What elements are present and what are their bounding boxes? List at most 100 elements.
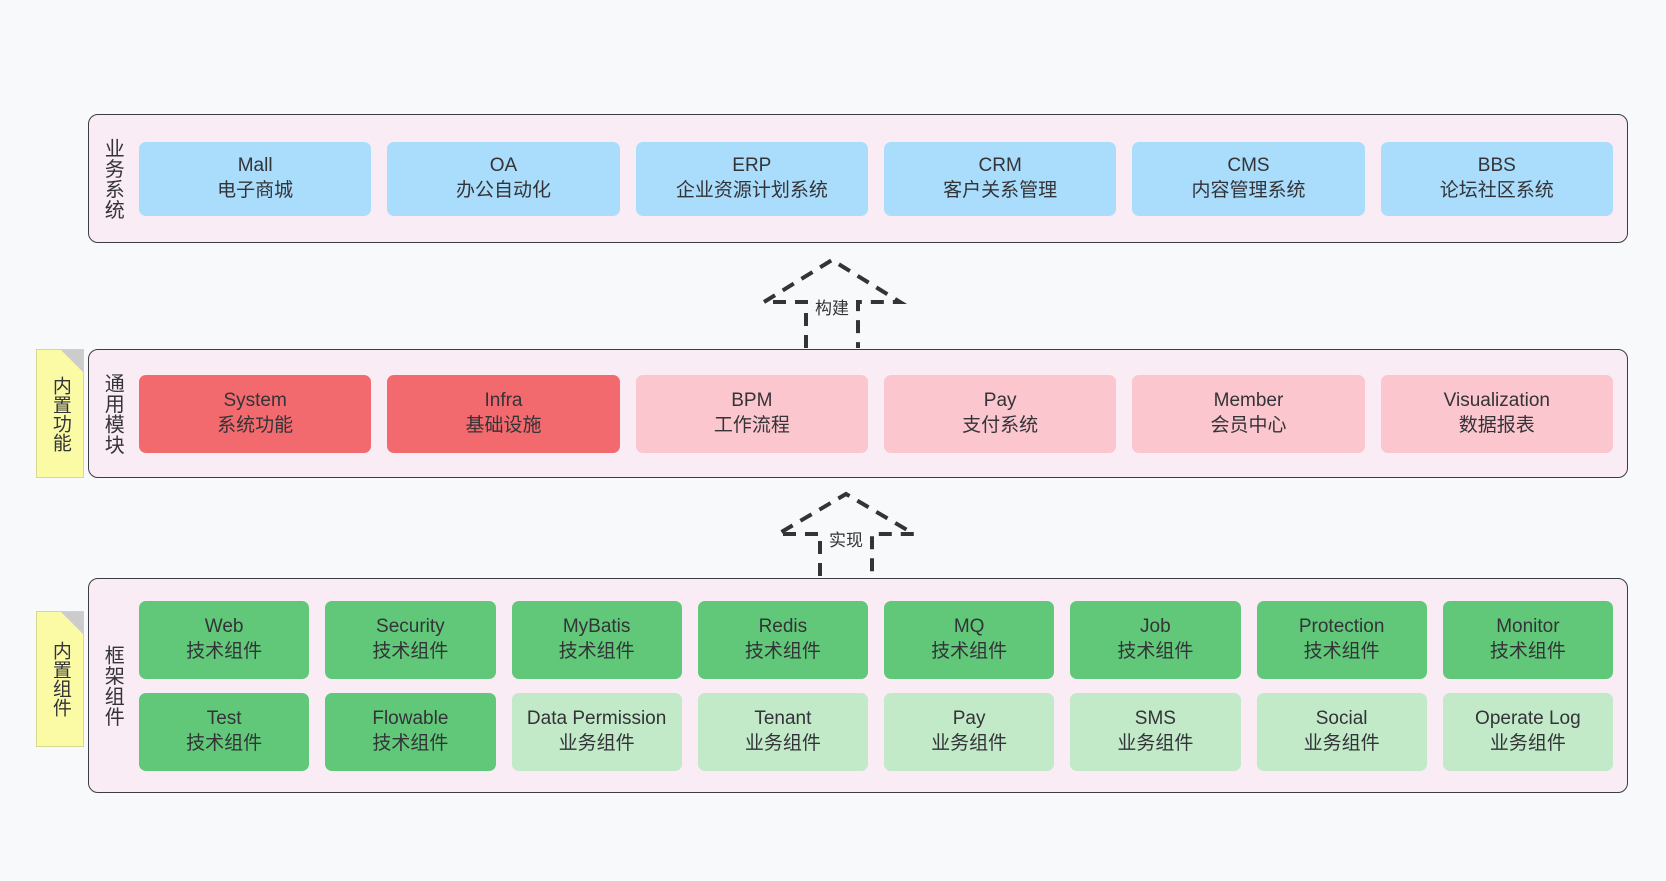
card-crm[interactable]: CRM 客户关系管理	[883, 141, 1117, 216]
card-job[interactable]: Job 技术组件	[1070, 600, 1241, 679]
connector-build-label: 构建	[815, 299, 849, 318]
card-redis[interactable]: Redis 技术组件	[697, 600, 868, 679]
card-subtitle: 会员中心	[1210, 414, 1287, 436]
note-fold-corner-icon	[61, 350, 83, 372]
card-bbs[interactable]: BBS 论坛社区系统	[1380, 141, 1613, 216]
card-title: Mall	[237, 155, 273, 177]
card-visualization[interactable]: Visualization 数据报表	[1380, 374, 1613, 453]
card-pay-business[interactable]: Pay 业务组件	[884, 692, 1055, 771]
layer-title-framework-component: 框架组件	[101, 644, 124, 727]
card-title: System	[223, 390, 287, 412]
card-title: BBS	[1477, 155, 1516, 177]
card-bpm[interactable]: BPM 工作流程	[635, 374, 868, 453]
build-arrow-icon	[756, 257, 908, 348]
card-subtitle: 技术组件	[186, 732, 263, 754]
layer-title-business-system: 业务系统	[101, 137, 124, 220]
card-title: ERP	[732, 155, 772, 177]
card-subtitle: 数据报表	[1458, 414, 1535, 436]
connector-build: 构建	[756, 257, 908, 348]
connector-implement-label: 实现	[829, 531, 863, 550]
card-subtitle: 技术组件	[186, 640, 263, 662]
card-subtitle: 技术组件	[372, 640, 449, 662]
note-fold-corner-icon	[61, 612, 83, 634]
card-cms[interactable]: CMS 内容管理系统	[1132, 141, 1365, 216]
card-subtitle: 技术组件	[744, 640, 821, 662]
layer-body-framework-component: Web 技术组件 Security 技术组件 MyBatis 技术组件 Redi…	[135, 579, 1627, 792]
card-title: MyBatis	[562, 616, 631, 638]
card-title: MQ	[953, 616, 985, 638]
note-label: 内置组件	[49, 641, 71, 717]
card-sms[interactable]: SMS 业务组件	[1070, 692, 1241, 771]
card-subtitle: 论坛社区系统	[1439, 179, 1554, 201]
card-subtitle: 工作流程	[713, 414, 790, 436]
card-title: Member	[1213, 390, 1284, 412]
card-subtitle: 业务组件	[1489, 732, 1566, 754]
card-erp[interactable]: ERP 企业资源计划系统	[635, 141, 868, 216]
card-subtitle: 技术组件	[1489, 640, 1566, 662]
card-protection[interactable]: Protection 技术组件	[1256, 600, 1427, 679]
card-infra[interactable]: Infra 基础设施	[387, 374, 620, 453]
card-oa[interactable]: OA 办公自动化	[387, 141, 620, 216]
layer-business-system: 业务系统 Mall 电子商城 OA 办公自动化 ERP 企业资源计划系统 CRM…	[88, 114, 1628, 243]
note-label: 内置功能	[49, 375, 71, 452]
card-subtitle: 业务组件	[558, 732, 635, 754]
card-title: Test	[206, 708, 242, 730]
note-builtin-features: 内置功能	[36, 349, 84, 478]
card-title: Redis	[758, 616, 808, 638]
implement-arrow-icon	[770, 491, 922, 576]
card-subtitle: 业务组件	[931, 732, 1008, 754]
card-system[interactable]: System 系统功能	[139, 374, 372, 453]
card-subtitle: 业务组件	[1117, 732, 1194, 754]
card-mybatis[interactable]: MyBatis 技术组件	[511, 600, 682, 679]
card-title: SMS	[1134, 708, 1176, 730]
card-subtitle: 业务组件	[1303, 732, 1380, 754]
framework-row-business: Test 技术组件 Flowable 技术组件 Data Permission …	[139, 692, 1613, 771]
card-subtitle: 技术组件	[372, 732, 449, 754]
card-subtitle: 业务组件	[744, 732, 821, 754]
card-monitor[interactable]: Monitor 技术组件	[1442, 600, 1613, 679]
card-mq[interactable]: MQ 技术组件	[884, 600, 1055, 679]
card-subtitle: 基础设施	[465, 414, 542, 436]
card-title: Security	[376, 616, 445, 638]
card-social[interactable]: Social 业务组件	[1256, 692, 1427, 771]
card-subtitle: 系统功能	[217, 414, 294, 436]
card-mall[interactable]: Mall 电子商城	[139, 141, 372, 216]
card-subtitle: 技术组件	[1303, 640, 1380, 662]
card-security[interactable]: Security 技术组件	[325, 600, 496, 679]
card-test[interactable]: Test 技术组件	[139, 692, 310, 771]
note-builtin-components: 内置组件	[36, 611, 84, 747]
card-title: Visualization	[1443, 390, 1550, 412]
card-subtitle: 客户关系管理	[943, 179, 1058, 201]
layer-framework-component: 框架组件 Web 技术组件 Security 技术组件 MyBatis 技术组件…	[88, 578, 1628, 793]
card-subtitle: 技术组件	[558, 640, 635, 662]
card-member[interactable]: Member 会员中心	[1132, 374, 1365, 453]
card-subtitle: 技术组件	[1117, 640, 1194, 662]
card-subtitle: 办公自动化	[455, 179, 551, 201]
card-title: Social	[1315, 708, 1368, 730]
layer-common-module: 通用模块 System 系统功能 Infra 基础设施 BPM 工作流程 Pay…	[88, 349, 1628, 478]
card-title: Pay	[983, 390, 1017, 412]
layer-body-business-system: Mall 电子商城 OA 办公自动化 ERP 企业资源计划系统 CRM 客户关系…	[135, 115, 1627, 242]
card-title: CRM	[978, 155, 1022, 177]
connector-implement: 实现	[770, 491, 922, 576]
card-title: Web	[204, 616, 244, 638]
card-pay[interactable]: Pay 支付系统	[883, 374, 1117, 453]
card-title: Data Permission	[526, 708, 667, 730]
card-subtitle: 企业资源计划系统	[675, 179, 828, 201]
card-tenant[interactable]: Tenant 业务组件	[697, 692, 868, 771]
card-title: Pay	[952, 708, 986, 730]
card-flowable[interactable]: Flowable 技术组件	[325, 692, 496, 771]
framework-row-tech: Web 技术组件 Security 技术组件 MyBatis 技术组件 Redi…	[139, 600, 1613, 679]
card-title: CMS	[1227, 155, 1270, 177]
layer-title-common-module: 通用模块	[101, 372, 124, 455]
card-operate-log[interactable]: Operate Log 业务组件	[1442, 692, 1613, 771]
card-web[interactable]: Web 技术组件	[139, 600, 310, 679]
card-title: OA	[489, 155, 518, 177]
card-title: BPM	[731, 390, 773, 412]
card-data-permission[interactable]: Data Permission 业务组件	[511, 692, 682, 771]
card-title: Operate Log	[1475, 708, 1581, 730]
card-title: Flowable	[372, 708, 449, 730]
card-subtitle: 支付系统	[962, 414, 1039, 436]
card-title: Monitor	[1496, 616, 1560, 638]
